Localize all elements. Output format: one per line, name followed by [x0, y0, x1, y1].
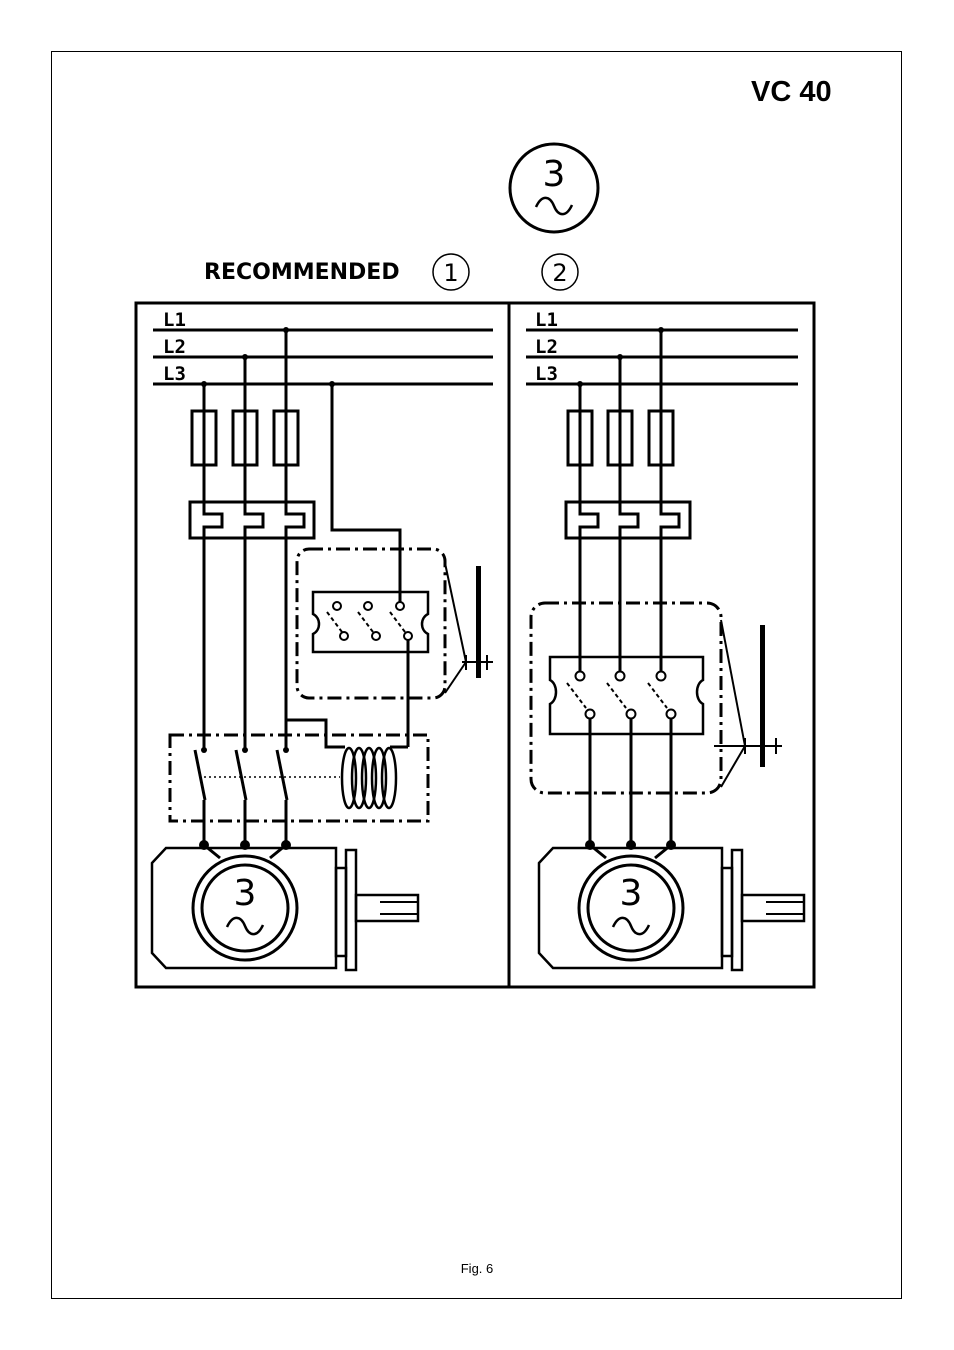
bus2-l3-label: L3 — [535, 363, 558, 385]
three-phase-number: 3 — [543, 154, 566, 195]
thermal-relay-2 — [564, 500, 692, 540]
marker-2: 2 — [541, 253, 579, 291]
fuses-2 — [566, 409, 675, 467]
motor-2-label: 3 — [620, 873, 643, 914]
three-phase-symbol: 3 — [508, 142, 600, 234]
figure-caption: Fig. 6 — [460, 1261, 494, 1276]
motor-1: 3 — [150, 840, 420, 972]
float-switch-enclosure-2 — [529, 601, 723, 795]
thermal-relay — [188, 500, 316, 540]
diagram-frame — [134, 301, 816, 989]
bus-l1-label: L1 — [163, 309, 186, 331]
fuses — [190, 409, 300, 467]
marker-2-text: 2 — [552, 259, 567, 287]
bus-l2-label: L2 — [163, 336, 186, 358]
bus2-l1-label: L1 — [535, 309, 558, 331]
contactor-coil — [340, 746, 398, 810]
marker-1: 1 — [432, 253, 470, 291]
page-frame — [51, 51, 902, 1299]
switch-block-2 — [548, 655, 705, 736]
recommended-label: RECOMMENDED — [204, 260, 400, 285]
bus2-l2-label: L2 — [535, 336, 558, 358]
model-title: VC 40 — [751, 76, 832, 108]
float-switch-enclosure — [295, 547, 447, 700]
switch-block — [311, 590, 430, 654]
bus-l3-label: L3 — [163, 363, 186, 385]
contactor-enclosure — [168, 733, 430, 823]
diagram-2: L1 L2 L3 — [526, 309, 806, 972]
marker-1-text: 1 — [443, 259, 458, 287]
diagram-1: L1 L2 L3 — [150, 309, 493, 972]
motor-2: 3 — [537, 840, 806, 972]
motor-1-label: 3 — [234, 873, 257, 914]
